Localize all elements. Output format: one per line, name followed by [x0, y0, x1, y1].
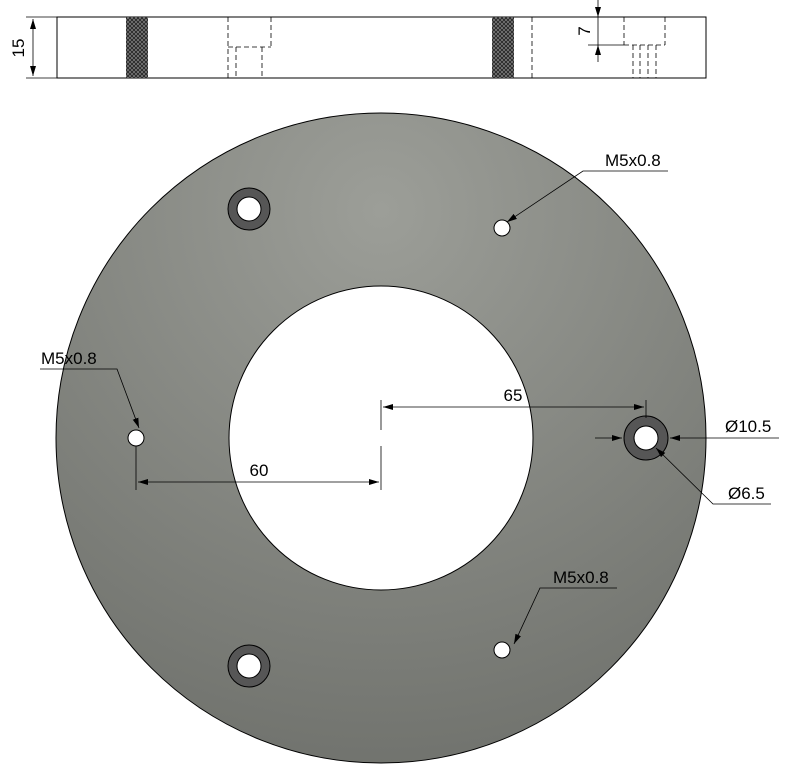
- side-view-outline: [56, 16, 707, 79]
- callout-counterbore-diameter-label: Ø10.5: [725, 417, 771, 436]
- callout-thread-bottom-right-label: M5x0.8: [553, 568, 609, 587]
- threaded-hole-bottom-right: [493, 641, 511, 659]
- dimension-depth: 7: [575, 0, 624, 62]
- side-view-knurl-right: [492, 17, 514, 78]
- dimension-65-label: 65: [504, 386, 523, 405]
- callout-hole-diameter-label: Ø6.5: [728, 484, 765, 503]
- callout-counterbore-diameter: Ø10.5: [595, 417, 779, 441]
- callout-thread-top-right: M5x0.8: [506, 151, 668, 223]
- dimension-height-label: 15: [9, 39, 28, 58]
- threaded-hole-left: [127, 429, 145, 447]
- side-view: 15 7: [9, 0, 707, 79]
- side-view-knurl-left: [126, 17, 148, 78]
- callout-thread-top-right-label: M5x0.8: [605, 151, 661, 170]
- threaded-hole-top-right: [493, 219, 511, 237]
- side-view-hidden-threaded-hole: [623, 17, 666, 78]
- counterbored-hole-top-left: [227, 187, 271, 231]
- callout-thread-left-label: M5x0.8: [41, 349, 97, 368]
- dimension-65: 65: [380, 386, 647, 430]
- dimension-60: 60: [135, 446, 382, 490]
- front-view: M5x0.8 M5x0.8 M5x0.8 60 65: [40, 112, 779, 764]
- callout-thread-left: M5x0.8: [40, 349, 140, 429]
- center-bore: [228, 285, 534, 591]
- side-view-hidden-counterbore: [227, 17, 272, 78]
- dimension-height: 15: [9, 16, 57, 79]
- dimension-depth-label: 7: [575, 26, 594, 35]
- dimension-60-label: 60: [250, 461, 269, 480]
- callout-thread-bottom-right: M5x0.8: [513, 568, 617, 645]
- callout-hole-diameter: Ø6.5: [655, 447, 771, 505]
- counterbored-hole-bottom-left: [227, 644, 271, 688]
